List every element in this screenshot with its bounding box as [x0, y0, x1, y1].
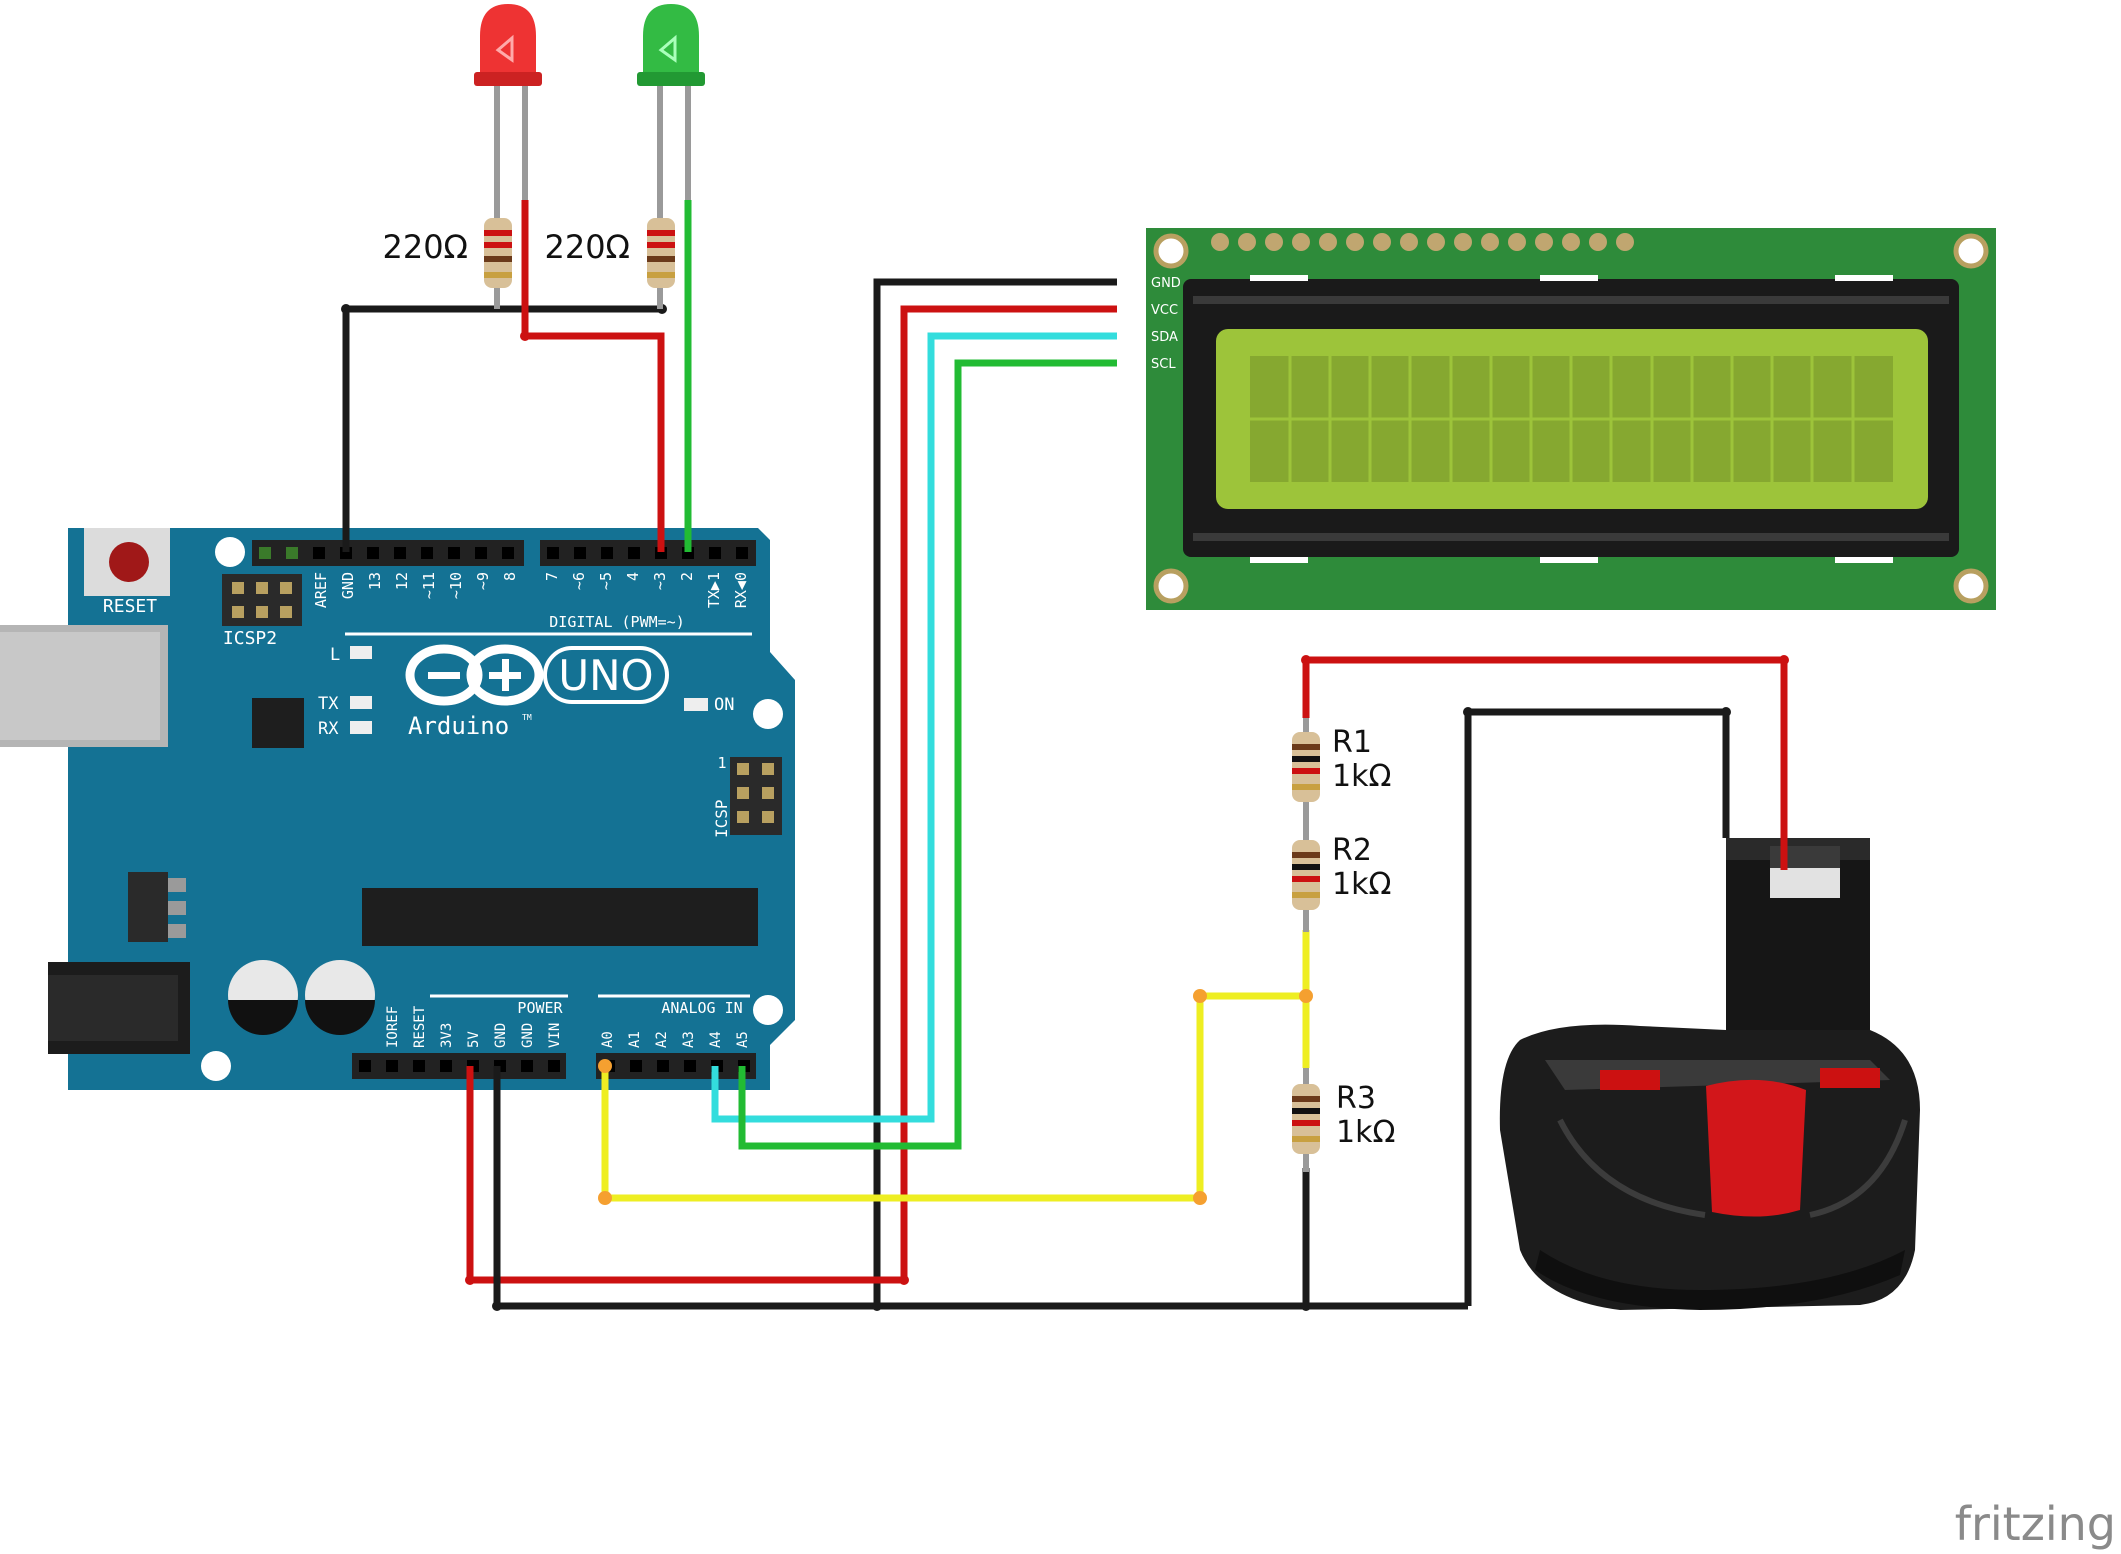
- pin-label-a2: A2: [654, 1031, 670, 1048]
- pin-label-4: 4: [624, 572, 642, 581]
- usb-chip: [252, 698, 304, 748]
- mount-hole: [215, 537, 245, 567]
- pin-label-vin: VIN: [547, 1023, 563, 1048]
- icsp2-label: ICSP2: [223, 628, 277, 649]
- icsp-header: [730, 757, 782, 835]
- atmega-chip: [362, 888, 758, 946]
- resistor-r2-name: R2: [1332, 833, 1372, 868]
- wire-green-lcd-scl: [738, 359, 1117, 1150]
- analog-header: [596, 1053, 756, 1079]
- pin-label-a5: A5: [735, 1031, 751, 1048]
- pin-label-reset: RESET: [412, 1005, 428, 1048]
- pin-label-10: ~10: [447, 572, 465, 599]
- resistor-led-red-value: 220Ω: [382, 228, 468, 266]
- tx-led-label: TX: [318, 694, 339, 714]
- l-led: [350, 646, 372, 659]
- power-section-label: POWER: [517, 999, 563, 1017]
- lcd-pin-vcc-label: VCC: [1151, 303, 1178, 318]
- capacitor: [228, 960, 375, 1035]
- resistor-led-green: [647, 200, 675, 309]
- arduino-logo: [405, 644, 669, 706]
- icsp-label: ICSP: [712, 799, 731, 838]
- resistor-r1-value: 1kΩ: [1332, 759, 1391, 794]
- pin-label-3: ~3: [651, 572, 669, 590]
- on-led: [684, 698, 708, 711]
- lcd-character-grid: [1250, 356, 1893, 482]
- on-led-label: ON: [714, 695, 734, 715]
- pin-label-2: 2: [678, 572, 696, 581]
- wire-red-led: [521, 200, 665, 552]
- resistor-r1-name: R1: [1332, 725, 1372, 760]
- power-pin-labels: IOREF RESET 3V3 5V GND GND VIN: [385, 1005, 563, 1048]
- tm-label: TM: [522, 713, 532, 722]
- pin-label-8: 8: [501, 572, 519, 581]
- pin-label-11: ~11: [420, 572, 438, 599]
- icsp-pin1-label: 1: [717, 754, 726, 772]
- resistor-r3-value: 1kΩ: [1336, 1115, 1395, 1150]
- pin-label-12: 12: [393, 572, 411, 590]
- voltage-regulator: [128, 872, 186, 942]
- pin-label-ioref: IOREF: [385, 1006, 401, 1048]
- digital-section-label: DIGITAL (PWM=~): [549, 613, 684, 631]
- pin-label-6: ~6: [570, 572, 588, 590]
- uno-label: UNO: [558, 651, 653, 700]
- led-red: [474, 4, 542, 200]
- pin-label-5: ~5: [597, 572, 615, 590]
- tx-led: [350, 696, 372, 709]
- mount-hole: [753, 699, 783, 729]
- pin-label-gnd-power-1: GND: [493, 1023, 509, 1048]
- arduino-uno-board: RESET ICSP2 AREF GND: [0, 528, 795, 1090]
- wire-black-gnd-led: [342, 305, 662, 552]
- lcd-pin-labels: GND VCC SDA SCL: [1151, 276, 1181, 372]
- rx-led: [350, 721, 372, 734]
- wire-red-battery: [1302, 656, 1788, 870]
- reset-label: RESET: [103, 596, 157, 617]
- power-header: [352, 1053, 566, 1079]
- lcd-pin-gnd-label: GND: [1151, 276, 1181, 291]
- pin-label-gnd-power-2: GND: [520, 1023, 536, 1048]
- led-green: [637, 4, 705, 200]
- pin-label-3v3: 3V3: [439, 1023, 455, 1048]
- pin-label-a1: A1: [627, 1031, 643, 1048]
- pin-label-7: 7: [543, 572, 561, 581]
- pin-label-tx1: TX▶1: [705, 572, 723, 608]
- battery-pack: [1499, 838, 1920, 1310]
- pin-label-aref: AREF: [312, 572, 330, 608]
- fritzing-watermark: fritzing: [1955, 1497, 2116, 1551]
- rx-led-label: RX: [318, 719, 339, 739]
- wire-black-battery: [1464, 708, 1730, 1306]
- analog-section-label: ANALOG IN: [661, 999, 742, 1017]
- pin-label-5v: 5V: [466, 1031, 482, 1048]
- pin-label-gnd: GND: [339, 572, 357, 599]
- pin-label-9: ~9: [474, 572, 492, 590]
- resistor-led-red: [484, 200, 512, 309]
- resistor-r2: [1292, 820, 1320, 932]
- digital-header-left: [252, 540, 524, 566]
- mount-hole: [753, 995, 783, 1025]
- resistor-led-green-value: 220Ω: [544, 228, 630, 266]
- resistor-r3-name: R3: [1336, 1081, 1376, 1116]
- analog-pin-labels: A0 A1 A2 A3 A4 A5: [600, 1031, 751, 1048]
- l-led-label: L: [330, 645, 340, 665]
- lcd-header-pins: [1211, 233, 1634, 251]
- resistor-r2-value: 1kΩ: [1332, 867, 1391, 902]
- pin-label-a0: A0: [600, 1031, 616, 1048]
- lcd-module: GND VCC SDA SCL: [1146, 228, 1996, 610]
- mount-hole: [201, 1051, 231, 1081]
- pin-label-13: 13: [366, 572, 384, 590]
- wire-cyan-lcd-sda: [711, 332, 1117, 1123]
- lcd-pin-scl-label: SCL: [1151, 357, 1176, 372]
- pin-label-a4: A4: [708, 1031, 724, 1048]
- arduino-brand-label: Arduino: [408, 712, 509, 740]
- wire-black-lcd-gnd: [873, 278, 1117, 1306]
- digital-header-right: [540, 540, 756, 566]
- pin-label-rx0: RX◀0: [732, 572, 750, 608]
- icsp2-header: [222, 574, 302, 626]
- pin-label-a3: A3: [681, 1031, 697, 1048]
- resistor-r3: [1292, 1068, 1320, 1172]
- digital-pin-labels: AREF GND 13 12 ~11 ~10 ~9 8 7 ~6 ~5 4 ~3…: [312, 572, 750, 608]
- wire-black-gnd-rail: [493, 1066, 1468, 1310]
- lcd-pin-sda-label: SDA: [1151, 330, 1178, 345]
